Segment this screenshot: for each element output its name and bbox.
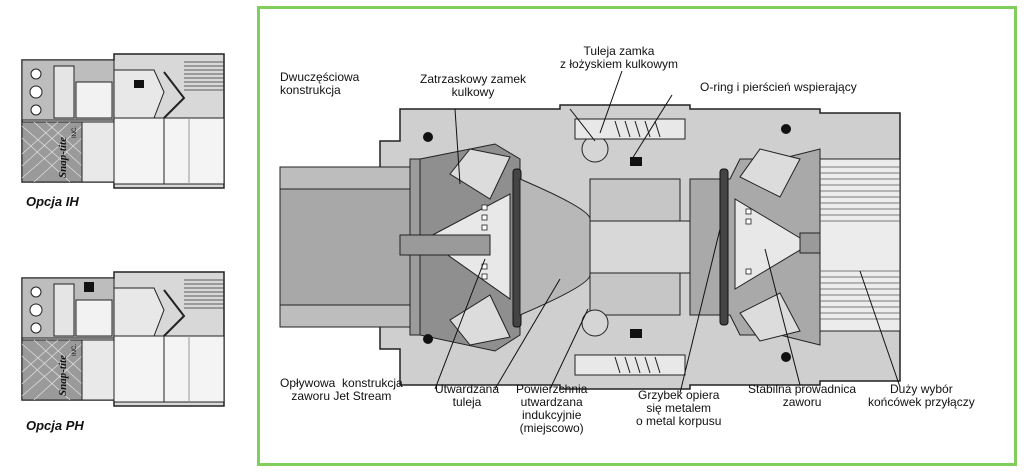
- svg-text:INC.: INC.: [72, 126, 78, 138]
- callout-lock-sleeve: Tuleja zamka z łożyskiem kulkowym: [560, 44, 679, 71]
- callout-guide: Stabilna prowadnica zaworu: [748, 382, 857, 409]
- callout-ball-lock: Zatrzaskowy zamek kulkowy: [420, 72, 527, 99]
- callout-hardened-sleeve: Utwardzana tuleja: [435, 382, 500, 409]
- callout-oring: O-ring i pierścień wspierający: [700, 80, 857, 94]
- coupling-cross-section: [279, 70, 901, 394]
- option-ih-drawing: Snap-tite INC.: [14, 52, 234, 192]
- callout-two-piece: Dwuczęściowa konstrukcja: [280, 70, 360, 97]
- callout-induction-surface: Powierzchnia utwardzana indukcyjnie (mie…: [516, 382, 588, 435]
- diagram-frame: Dwuczęściowa konstrukcja Zatrzaskowy zam…: [257, 6, 1017, 466]
- leader-lines: [434, 70, 901, 394]
- brand-logo: Snap-tite: [57, 137, 69, 178]
- callout-jet-stream: Opływowa konstrukcja zaworu Jet Stream: [280, 376, 403, 403]
- brand-logo: Snap-tite: [57, 355, 69, 396]
- option-ih-label: Opcja IH: [26, 194, 79, 209]
- option-ph-label: Opcja PH: [26, 418, 84, 433]
- callout-poppet: Grzybek opiera się metalem o metal korpu…: [636, 388, 722, 428]
- callout-end-choice: Duży wybór końcówek przyłączy: [868, 382, 975, 409]
- svg-text:INC.: INC.: [72, 344, 78, 356]
- option-ph-drawing: Snap-tite INC.: [14, 270, 234, 410]
